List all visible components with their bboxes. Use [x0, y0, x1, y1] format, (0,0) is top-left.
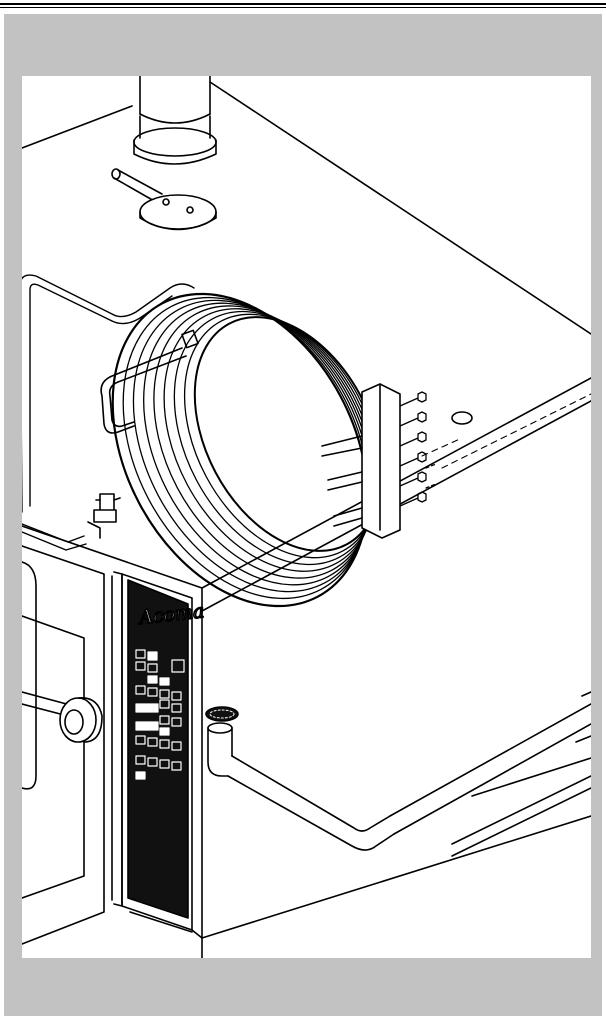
valve-handle — [111, 168, 217, 231]
coil-inner-loop — [100, 329, 199, 434]
terminal-block — [321, 383, 401, 539]
header-rule — [0, 3, 606, 5]
figure-frame: Acoma — [4, 14, 602, 1016]
top-hole — [451, 411, 473, 425]
heating-coil — [111, 292, 383, 608]
panel-buttons — [135, 649, 185, 780]
solenoid-valve — [87, 493, 121, 539]
control-panel — [113, 571, 193, 931]
support-bracket — [22, 274, 195, 551]
oven-illustration: Acoma — [22, 76, 591, 958]
hidden-lines — [421, 393, 591, 469]
terminal-screws — [399, 391, 437, 507]
oven-drawing: Acoma — [22, 76, 591, 958]
oven-right-wall — [129, 691, 591, 939]
header-rule-thin — [0, 7, 606, 8]
bottom-rail — [451, 735, 591, 857]
oven-top-surface — [22, 81, 591, 958]
flue-pipe — [133, 76, 217, 165]
door-handle — [22, 691, 103, 743]
oven-door — [22, 545, 113, 945]
drain-pipe — [205, 703, 591, 851]
